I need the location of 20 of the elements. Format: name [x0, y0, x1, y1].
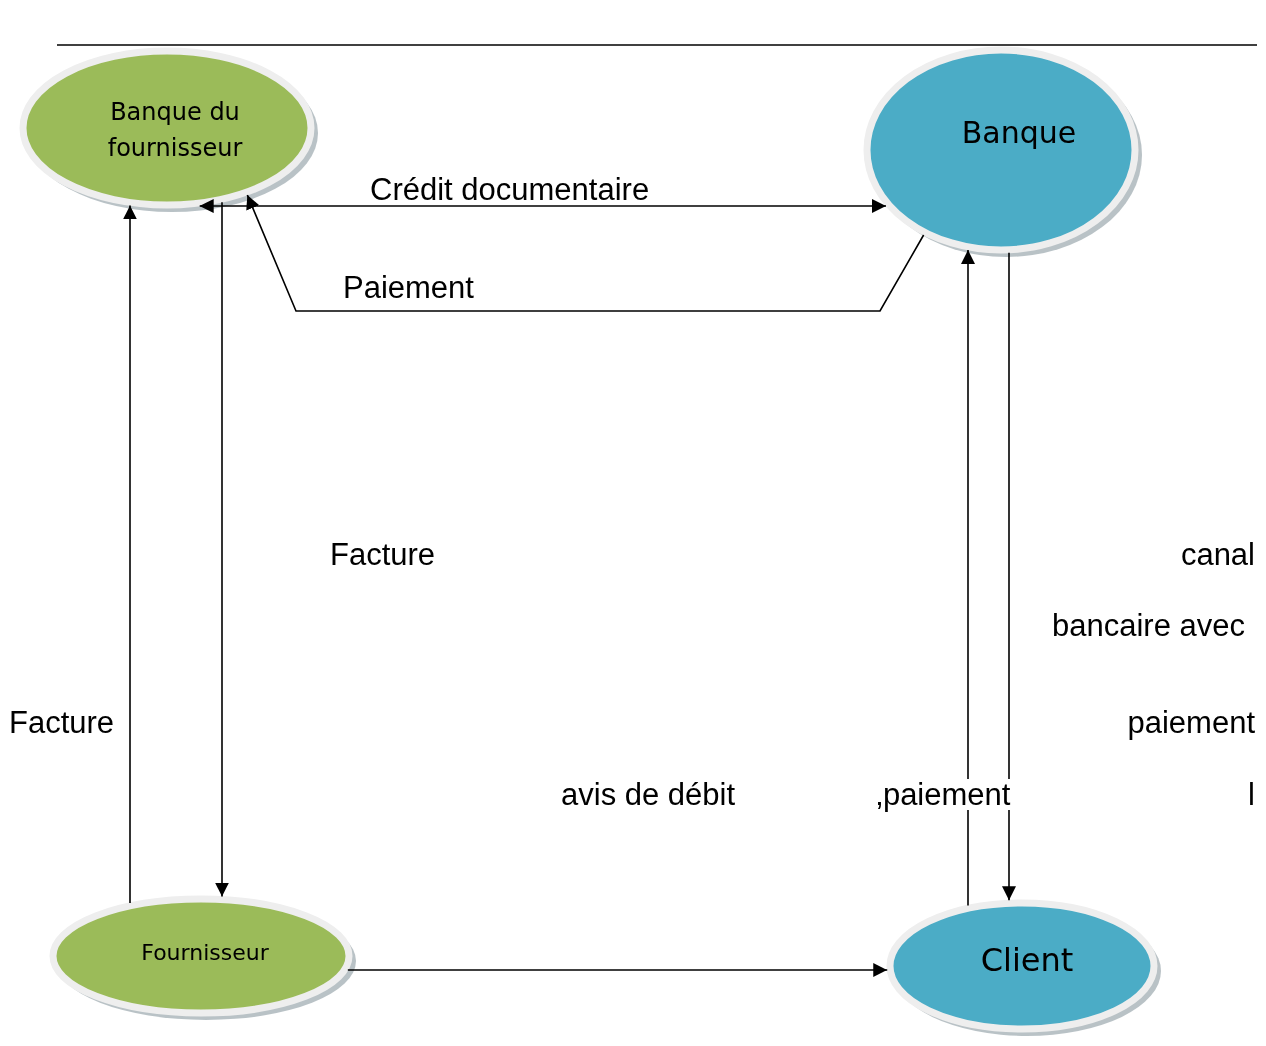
text-label: canal: [1180, 539, 1255, 570]
text-label: bancaire avec: [1052, 610, 1245, 641]
arrow: [215, 201, 229, 898]
edge-label: Crédit documentaire: [370, 174, 650, 205]
text-label: paiement: [1127, 707, 1255, 738]
arrow: [123, 204, 137, 904]
arrow: [347, 963, 889, 977]
node-label: Fournisseur: [140, 938, 270, 967]
text-label: Facture: [330, 539, 436, 570]
node-label: Banque du fournisseur: [106, 97, 244, 164]
arrow: [1002, 252, 1016, 902]
arrow: [246, 194, 925, 312]
arrow: [198, 199, 887, 213]
node-label: Banque: [960, 113, 1078, 152]
arrow: [961, 249, 975, 907]
text-label: Facture: [9, 707, 115, 738]
edge-label: Paiement: [343, 272, 474, 303]
text-label: avis de débit: [561, 779, 736, 810]
node-label: Client: [979, 940, 1075, 981]
text-label: l: [1248, 779, 1255, 810]
